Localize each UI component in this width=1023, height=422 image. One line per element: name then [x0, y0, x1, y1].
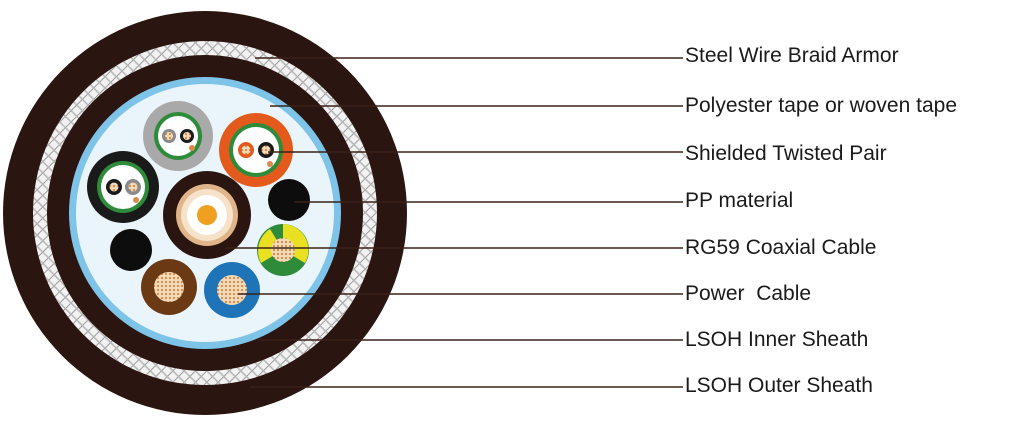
label-rg59-coaxial-cable: RG59 Coaxial Cable: [685, 236, 877, 259]
power-core-blue: [204, 262, 260, 318]
leader-lines: [225, 57, 683, 388]
label-polyester-tape: Polyester tape or woven tape: [685, 94, 957, 117]
twisted-pair-grey: [143, 101, 213, 171]
label-shielded-twisted-pair: Shielded Twisted Pair: [685, 142, 887, 165]
power-core-brown: [141, 259, 197, 315]
pp-filler-left: [110, 229, 152, 271]
twisted-pair-orange: [219, 113, 293, 187]
twisted-pair-black: [87, 151, 159, 223]
label-pp-material: PP material: [685, 189, 794, 212]
label-lsoh-inner-sheath: LSOH Inner Sheath: [685, 328, 869, 351]
label-steel-wire-braid-armor: Steel Wire Braid Armor: [685, 44, 899, 67]
rg59-coax-core: [163, 171, 251, 259]
pp-filler-right: [268, 179, 310, 221]
label-lsoh-outer-sheath: LSOH Outer Sheath: [685, 374, 873, 397]
label-power-cable: Power Cable: [685, 282, 812, 305]
earth-core: [257, 224, 309, 276]
